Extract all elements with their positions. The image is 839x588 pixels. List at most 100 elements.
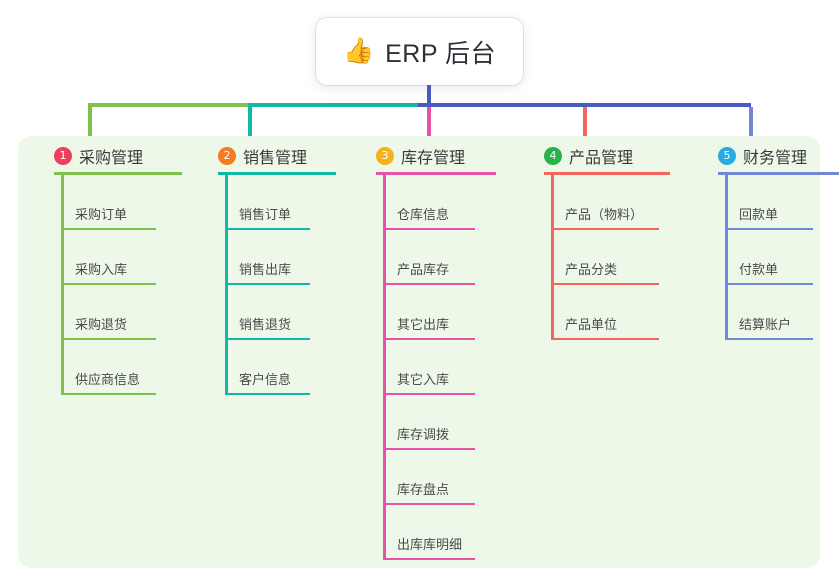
branch-spine — [225, 175, 228, 395]
branch-item-label: 库存调拨 — [397, 427, 450, 442]
branch-item-label: 出库库明细 — [397, 537, 463, 552]
branch-item-rule — [383, 283, 475, 285]
branch-item[interactable]: 其它出库 — [383, 304, 495, 340]
branch-item-rule — [225, 228, 310, 230]
branch-item-rule — [551, 283, 659, 285]
page-title: ERP 后台 — [385, 39, 497, 68]
branch-header-销售管理[interactable]: 2 销售管理 — [218, 144, 307, 168]
root-title-inner: 👍 ERP 后台 — [343, 34, 496, 70]
branch-item[interactable]: 销售出库 — [225, 249, 330, 285]
branch-item-label: 产品库存 — [397, 262, 450, 277]
branch-header-财务管理[interactable]: 5 财务管理 — [718, 144, 807, 168]
branch-item[interactable]: 供应商信息 — [61, 359, 176, 395]
branch-index-badge: 4 — [544, 147, 562, 165]
branch-item-label: 销售订单 — [239, 207, 292, 222]
branch-header-rule — [218, 172, 336, 175]
root-title-card[interactable]: 👍 ERP 后台 — [316, 18, 523, 85]
branch-item-rule — [61, 228, 156, 230]
branch-item-rule — [383, 558, 475, 560]
branch-item-label: 结算账户 — [739, 317, 792, 332]
branch-item[interactable]: 库存盘点 — [383, 469, 495, 505]
connector-bar-segment-3 — [418, 103, 751, 107]
branch-item-rule — [61, 338, 156, 340]
branch-title: 财务管理 — [743, 150, 808, 167]
branch-item[interactable]: 采购入库 — [61, 249, 176, 285]
branch-item-label: 产品分类 — [565, 262, 618, 277]
branch-spine — [383, 175, 386, 560]
branch-item-rule — [551, 228, 659, 230]
branch-item-rule — [551, 338, 659, 340]
branch-item-label: 销售退货 — [239, 317, 292, 332]
connector-drop-产品管理 — [583, 107, 587, 140]
branch-index-badge: 3 — [376, 147, 394, 165]
branch-item-label: 销售出库 — [239, 262, 292, 277]
branch-title: 销售管理 — [243, 150, 308, 167]
branch-item-label: 客户信息 — [239, 372, 292, 387]
branch-index-badge: 5 — [718, 147, 736, 165]
branch-item-rule — [61, 393, 156, 395]
branch-item-label: 付款单 — [739, 262, 779, 277]
branch-item[interactable]: 产品单位 — [551, 304, 679, 340]
branch-item[interactable]: 结算账户 — [725, 304, 833, 340]
branch-item-label: 供应商信息 — [75, 372, 141, 387]
branch-title: 产品管理 — [569, 150, 634, 167]
branch-item[interactable]: 销售退货 — [225, 304, 330, 340]
branch-header-rule — [718, 172, 839, 175]
connector-drop-采购管理 — [88, 107, 92, 140]
branch-item-label: 回款单 — [739, 207, 779, 222]
branch-header-rule — [54, 172, 182, 175]
branch-item[interactable]: 采购退货 — [61, 304, 176, 340]
connector-stem — [427, 85, 431, 105]
branch-spine — [551, 175, 554, 340]
branch-item-rule — [383, 448, 475, 450]
branch-item[interactable]: 出库库明细 — [383, 524, 495, 560]
branch-spine — [725, 175, 728, 340]
branch-item-label: 产品单位 — [565, 317, 618, 332]
branch-item-rule — [225, 338, 310, 340]
branch-item-rule — [61, 283, 156, 285]
branch-item-label: 库存盘点 — [397, 482, 450, 497]
branch-header-库存管理[interactable]: 3 库存管理 — [376, 144, 465, 168]
branch-item-label: 其它出库 — [397, 317, 450, 332]
branch-item-rule — [383, 503, 475, 505]
branch-item-rule — [725, 338, 813, 340]
branch-header-采购管理[interactable]: 1 采购管理 — [54, 144, 143, 168]
branch-item[interactable]: 仓库信息 — [383, 194, 495, 230]
branch-header-rule — [544, 172, 670, 175]
connector-drop-财务管理 — [749, 107, 753, 140]
branch-index-badge: 2 — [218, 147, 236, 165]
branch-item[interactable]: 库存调拨 — [383, 414, 495, 450]
branch-item-rule — [225, 283, 310, 285]
connector-bar-segment-1 — [88, 103, 250, 107]
branch-spine — [61, 175, 64, 395]
branch-item-label: 产品（物料） — [565, 207, 644, 222]
branch-item[interactable]: 客户信息 — [225, 359, 330, 395]
branch-item[interactable]: 付款单 — [725, 249, 833, 285]
branch-header-rule — [376, 172, 496, 175]
thumbs-up-icon: 👍 — [342, 37, 375, 65]
branch-item[interactable]: 销售订单 — [225, 194, 330, 230]
branches-panel: 1 采购管理采购订单采购入库采购退货供应商信息 2 销售管理销售订单销售出库销售退货客… — [18, 136, 839, 568]
branch-item-label: 仓库信息 — [397, 207, 450, 222]
branch-item-rule — [725, 228, 813, 230]
branch-item-rule — [383, 228, 475, 230]
branch-header-产品管理[interactable]: 4 产品管理 — [544, 144, 633, 168]
branch-title: 采购管理 — [79, 150, 144, 167]
connector-drop-库存管理 — [427, 107, 431, 140]
branch-item-label: 其它入库 — [397, 372, 450, 387]
branch-item[interactable]: 产品库存 — [383, 249, 495, 285]
branch-item-label: 采购退货 — [75, 317, 128, 332]
connector-bar-segment-2 — [248, 103, 420, 107]
branch-title: 库存管理 — [401, 150, 466, 167]
branch-item[interactable]: 采购订单 — [61, 194, 176, 230]
branch-item[interactable]: 产品（物料） — [551, 194, 679, 230]
branch-item-rule — [225, 393, 310, 395]
branch-item[interactable]: 产品分类 — [551, 249, 679, 285]
branch-item-label: 采购入库 — [75, 262, 128, 277]
branch-item-label: 采购订单 — [75, 207, 128, 222]
branch-item[interactable]: 回款单 — [725, 194, 833, 230]
branch-item[interactable]: 其它入库 — [383, 359, 495, 395]
branch-item-rule — [383, 393, 475, 395]
branch-index-badge: 1 — [54, 147, 72, 165]
